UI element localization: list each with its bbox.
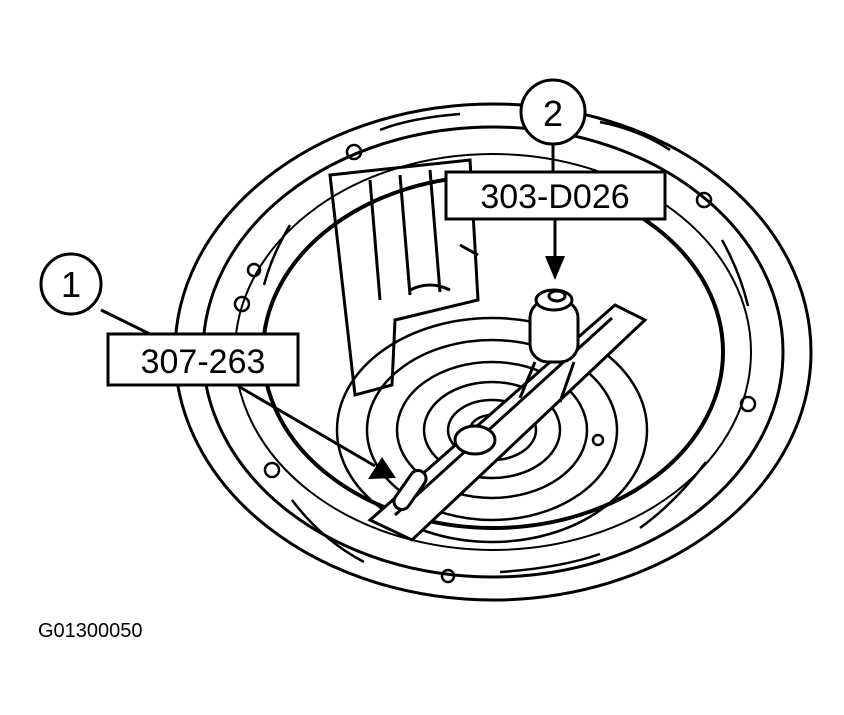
dial-indicator xyxy=(453,288,580,456)
callout-1: 1 307-263 xyxy=(39,252,396,479)
tool-303-D026-label: 303-D026 xyxy=(480,178,629,216)
callout-1-circle xyxy=(39,252,103,316)
callout-1-leader xyxy=(100,308,151,336)
callout-1-arrowhead xyxy=(368,457,396,479)
housing-slots xyxy=(262,112,750,574)
callout-2: 2 303-D026 xyxy=(444,78,667,280)
valve-body-wall xyxy=(328,158,480,397)
tool-307-263-label: 307-263 xyxy=(141,343,266,381)
figure-id: G01300050 xyxy=(38,620,143,642)
callout-2-arrowhead xyxy=(545,256,565,280)
tool-307-263-box xyxy=(106,332,300,387)
callout-1-number: 1 xyxy=(61,264,81,305)
bolt-holes xyxy=(233,143,757,584)
callout-2-number: 2 xyxy=(543,93,563,134)
callout-1-arrow-shaft xyxy=(237,384,376,468)
tool-303-D026-box xyxy=(444,170,667,221)
